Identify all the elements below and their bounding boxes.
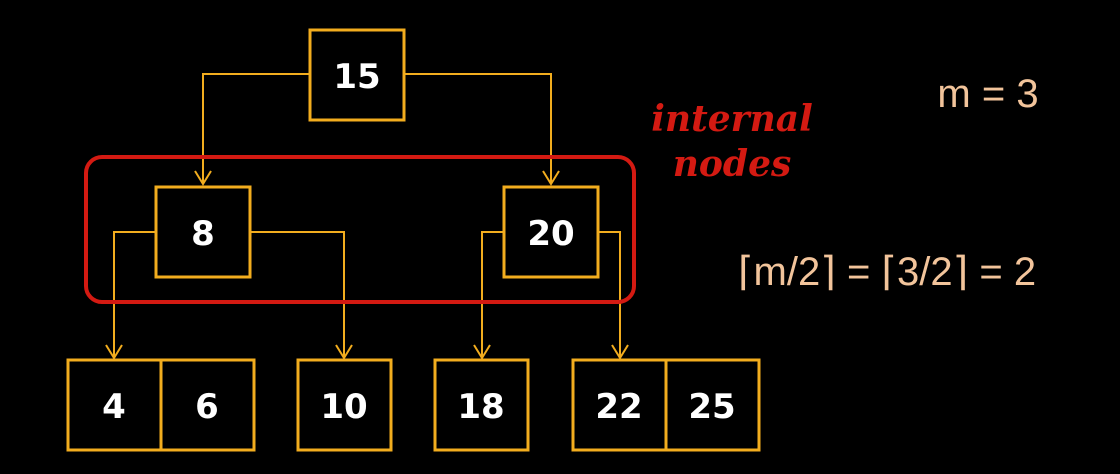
edges	[105, 73, 629, 360]
internal-nodes-highlight	[84, 155, 636, 304]
leaf-key-10: 10	[320, 387, 367, 427]
leaf-node-4-6: 4 6	[66, 358, 256, 452]
annotation-internal: internal	[651, 98, 813, 140]
order-formula: m = 3	[937, 72, 1038, 116]
edge-node-20-to-leaf-22-25	[597, 231, 621, 356]
edge-node-20-to-leaf-18	[481, 231, 503, 356]
root-key-15: 15	[333, 57, 380, 97]
internal-node-8: 8	[154, 185, 252, 279]
leaf-node-10: 10	[296, 358, 393, 452]
edge-node-8-to-leaf-10	[250, 231, 345, 356]
arrowhead-leaf-10	[335, 344, 353, 360]
annotation-nodes: nodes	[673, 143, 792, 185]
arrowhead-leaf-22-25	[611, 344, 629, 360]
edge-root-to-node-8	[202, 73, 309, 182]
internal-node-20: 20	[502, 185, 600, 279]
arrowhead-leaf-18	[473, 344, 491, 360]
leaf-key-22: 22	[595, 387, 642, 427]
leaf-key-6: 6	[195, 387, 219, 427]
leaf-node-22-25: 22 25	[571, 358, 761, 452]
internal-key-8: 8	[191, 214, 215, 254]
arrowhead-node-8	[194, 170, 212, 186]
leaf-key-18: 18	[457, 387, 504, 427]
edge-node-8-to-leaf-4-6	[113, 231, 156, 356]
leaf-node-18: 18	[433, 358, 530, 452]
leaf-key-4: 4	[102, 387, 126, 427]
min-children-formula: ⌈m/2⌉ = ⌈3/2⌉ = 2	[738, 250, 1036, 294]
internal-key-20: 20	[527, 214, 574, 254]
root-node: 15	[308, 28, 406, 122]
edge-root-to-node-20	[403, 73, 552, 182]
arrowhead-node-20	[542, 170, 560, 186]
arrowhead-leaf-4-6	[105, 344, 123, 360]
leaf-key-25: 25	[688, 387, 735, 427]
